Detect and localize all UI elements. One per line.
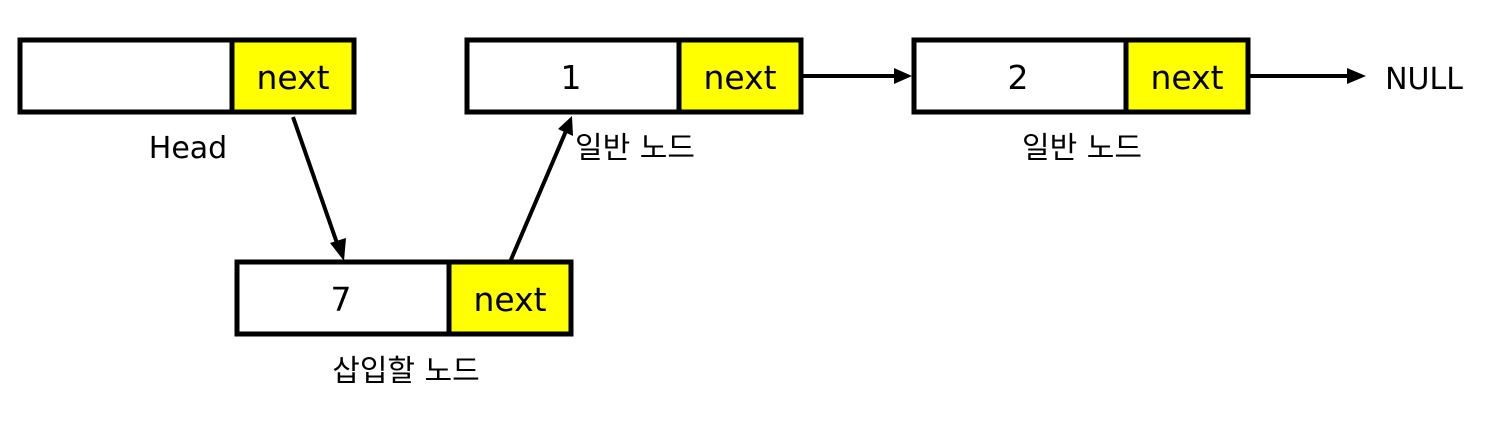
node-2-next-cell xyxy=(1123,37,1251,115)
insert-node-next-cell xyxy=(446,259,574,337)
node-1-next-label: next xyxy=(703,58,776,97)
node-1-next-cell xyxy=(676,37,804,115)
node-2-caption: 일반 노드 xyxy=(1022,131,1142,166)
arrow-head-to-insert-node-line xyxy=(291,116,340,247)
null-terminal-label: NULL xyxy=(1385,62,1463,97)
insert-node-next-label: next xyxy=(473,280,546,319)
arrow-insert-node-to-node-1-tip xyxy=(558,116,573,136)
arrow-node-2-to-null-tip xyxy=(1347,68,1366,84)
arrow-node-1-to-node-2-tip xyxy=(894,68,912,84)
node-2-data-cell xyxy=(911,37,1129,115)
node-2: 2 next 일반 노드 xyxy=(911,37,1251,166)
node-2-next-label: next xyxy=(1150,58,1223,97)
head-node-next-label: next xyxy=(256,58,329,97)
arrow-insert-node-to-node-1-line xyxy=(508,130,568,263)
arrow-node-1-to-node-2 xyxy=(803,68,912,84)
head-node-data-cell xyxy=(17,37,235,115)
node-1: 1 next 일반 노드 xyxy=(464,37,804,166)
insert-node: 7 next 삽입할 노드 xyxy=(234,259,574,389)
head-node-caption: Head xyxy=(149,131,227,166)
arrow-head-to-insert-node-tip xyxy=(330,238,346,261)
insert-node-caption: 삽입할 노드 xyxy=(332,354,480,389)
head-node-next-cell xyxy=(229,37,357,115)
arrow-head-to-insert-node xyxy=(291,116,346,261)
insert-node-value: 7 xyxy=(331,280,352,319)
arrow-node-2-to-null xyxy=(1250,68,1366,84)
node-1-value: 1 xyxy=(561,58,582,97)
head-node: next Head xyxy=(17,37,357,166)
node-1-caption: 일반 노드 xyxy=(575,131,695,166)
node-2-value: 2 xyxy=(1008,58,1029,97)
arrow-insert-node-to-node-1 xyxy=(508,116,573,263)
